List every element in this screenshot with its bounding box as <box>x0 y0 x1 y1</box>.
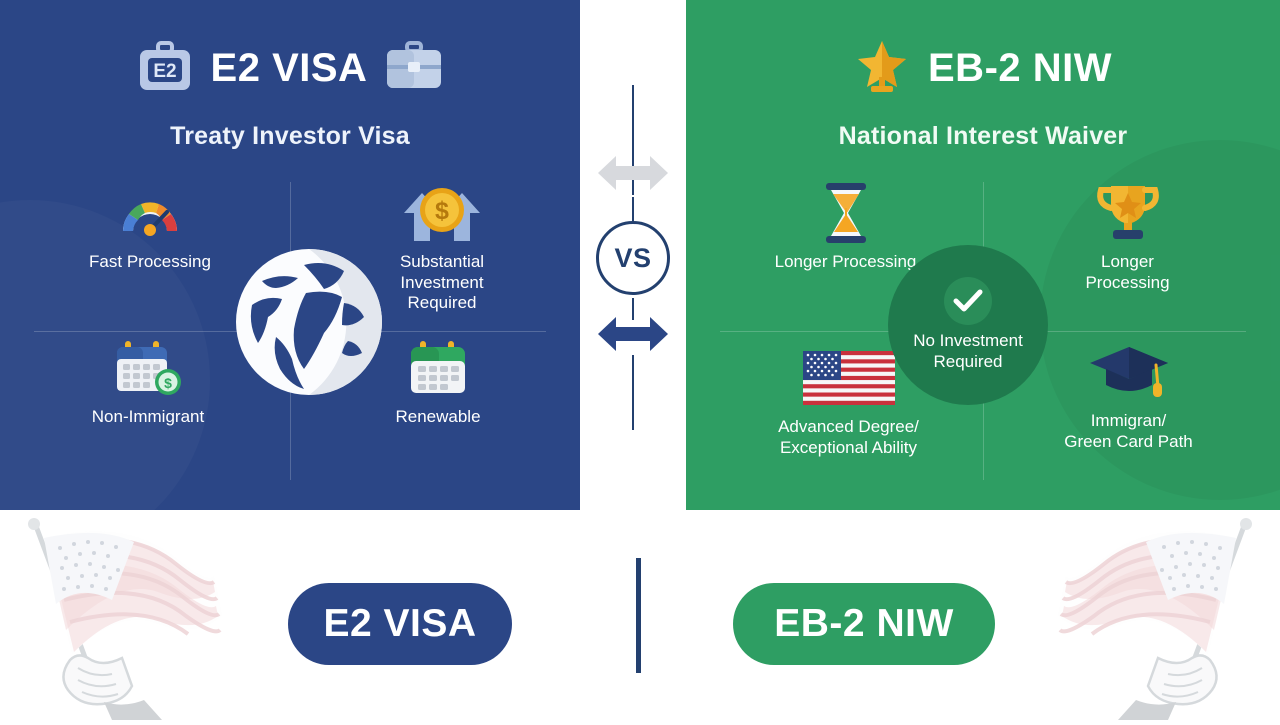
calendar-green-icon <box>402 337 474 399</box>
feature-non-immigrant: $ Non-Immigrant <box>0 331 290 486</box>
feature-longer-processing-trophy: Longer Processing <box>983 176 1280 331</box>
e2-badge-text: E2 <box>153 61 176 82</box>
briefcase-icon <box>385 40 443 96</box>
e2-panel-subtitle: Treaty Investor Visa <box>170 122 410 150</box>
feature-label: Advanced Degree/ Exceptional Ability <box>778 417 919 457</box>
vs-badge: VS <box>596 221 670 295</box>
eb2-panel-subtitle: National Interest Waiver <box>838 122 1128 150</box>
divider-line-upper-mid <box>632 197 634 225</box>
no-investment-label: No Investment Required <box>913 331 1023 371</box>
check-circle-icon <box>944 277 992 326</box>
feature-label: Fast Processing <box>89 252 211 271</box>
feature-label: Immigran/ Green Card Path <box>1064 411 1193 451</box>
divider-line-lower-mid <box>632 298 634 320</box>
footer-divider <box>636 558 641 673</box>
no-investment-medallion: No Investment Required <box>888 245 1048 405</box>
speedometer-icon <box>119 182 181 244</box>
graduation-cap-icon <box>1086 341 1172 403</box>
eb2-panel-title: EB-2 NIW <box>928 46 1112 90</box>
globe-icon <box>232 245 387 400</box>
vs-divider: VS <box>580 0 686 510</box>
svg-text:$: $ <box>435 197 449 225</box>
feature-label: Longer Processing <box>1085 252 1170 292</box>
double-arrow-gray-icon <box>596 152 670 194</box>
hand-holding-us-flag-icon <box>8 512 258 720</box>
trophy-icon <box>1091 182 1165 244</box>
svg-text:$: $ <box>164 375 172 391</box>
feature-green-card-path: Immigran/ Green Card Path <box>983 331 1280 486</box>
e2-visa-panel: E2 E2 VISA Treaty Investor Visa <box>0 0 580 510</box>
feature-substantial-investment: $ Substantial Investment Required <box>290 176 580 331</box>
e2-briefcase-badge-icon: E2 <box>137 40 193 97</box>
eb2-feature-grid: Longer Processing Longer Processing <box>686 176 1280 486</box>
hand-holding-us-flag-icon <box>1022 512 1272 720</box>
feature-advanced-degree: Advanced Degree/ Exceptional Ability <box>686 331 983 486</box>
feature-label: Longer Processing <box>774 252 917 271</box>
feature-label: Substantial Investment Required <box>399 252 485 313</box>
calendar-dollar-icon: $ <box>109 337 187 399</box>
feature-longer-processing: Longer Processing <box>686 176 983 331</box>
feature-label: Non-Immigrant <box>91 407 205 426</box>
feature-label: Renewable <box>395 407 481 426</box>
divider-line-top <box>632 85 634 195</box>
e2-panel-title: E2 VISA <box>210 46 368 90</box>
hourglass-icon <box>818 182 874 244</box>
vs-label: VS <box>614 242 652 273</box>
e2-panel-header: E2 E2 VISA Treaty Investor Visa <box>0 36 580 151</box>
coin-up-arrows-icon: $ <box>396 182 488 244</box>
eb2-niw-pill[interactable]: EB-2 NIW <box>733 583 995 665</box>
divider-line-bottom <box>632 355 634 430</box>
e2-visa-pill[interactable]: E2 VISA <box>288 583 512 665</box>
double-arrow-navy-icon <box>596 313 670 355</box>
feature-fast-processing: Fast Processing <box>0 176 290 331</box>
feature-renewable: Renewable <box>290 331 580 486</box>
eb2-panel-header: EB-2 NIW National Interest Waiver <box>686 36 1280 151</box>
us-flag-icon <box>801 347 897 409</box>
gold-star-trophy-icon <box>854 38 910 99</box>
e2-feature-grid: Fast Processing $ Substantial Investment… <box>0 176 580 486</box>
